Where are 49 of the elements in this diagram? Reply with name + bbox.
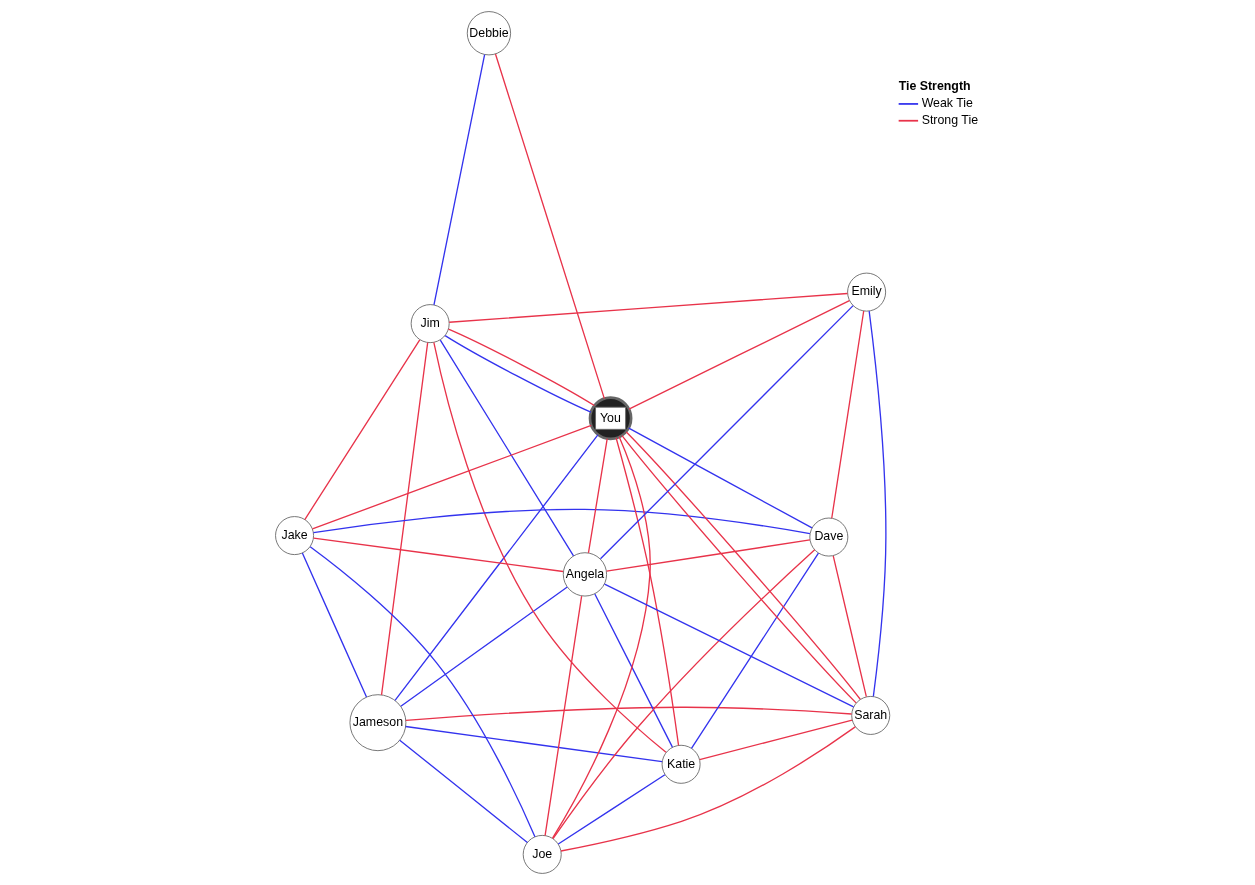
connector [615, 437, 679, 746]
connector [301, 552, 367, 698]
connector [551, 436, 651, 839]
node-circle: Jameson [349, 694, 406, 752]
connector [309, 546, 536, 838]
node-circle: Katie [661, 744, 701, 784]
connector [832, 555, 867, 698]
legend-label: Strong Tie [921, 113, 978, 128]
connector [311, 424, 592, 530]
connector [312, 508, 811, 535]
connector [557, 774, 666, 845]
connector [404, 725, 663, 763]
connector [543, 595, 582, 837]
connector [627, 299, 850, 410]
connector [593, 593, 673, 748]
connector [868, 310, 887, 698]
legend-label: Weak Tie [921, 96, 973, 111]
connector [448, 292, 848, 323]
node-circle: Emily [846, 272, 886, 312]
connector [627, 427, 813, 529]
connector [690, 552, 819, 749]
connector [399, 586, 568, 707]
connector [447, 328, 595, 407]
connector [830, 310, 864, 519]
connector [380, 341, 428, 696]
connector [559, 726, 856, 852]
connector [439, 339, 574, 557]
node-circle: Jake [274, 516, 314, 556]
node-circle: Sarah [850, 695, 890, 735]
node-circle: Debbie [466, 11, 511, 56]
connector [303, 339, 420, 521]
connector [432, 341, 667, 753]
connector [605, 539, 811, 572]
connector [603, 583, 854, 708]
label: Tie Strength [898, 78, 971, 93]
connector [312, 537, 564, 573]
connector [404, 706, 852, 722]
connector [494, 53, 605, 400]
connector [398, 739, 528, 844]
node-circle: Dave [808, 517, 848, 557]
connector [587, 438, 608, 554]
node-circle: You [588, 396, 632, 441]
connector [432, 53, 485, 306]
connector [443, 334, 592, 413]
node-circle: Jim [410, 304, 450, 344]
node-circle: Joe [522, 834, 562, 874]
connector [698, 719, 853, 761]
node-circle: Angela [562, 552, 607, 597]
connector [393, 434, 599, 701]
